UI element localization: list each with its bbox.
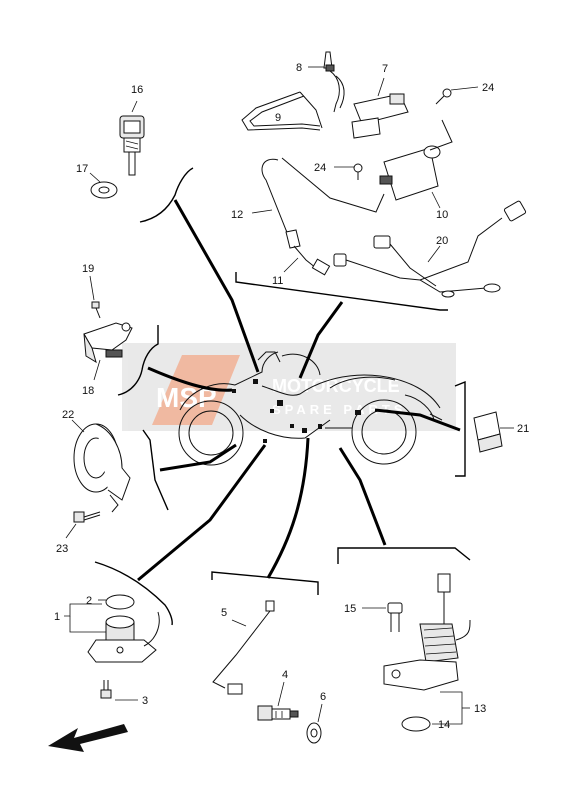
watermark-line2: SPARE PARTS (272, 402, 407, 417)
callout-15: 15 (344, 603, 356, 615)
part-12-lead (251, 157, 385, 239)
callout-24-mid: 24 (314, 162, 326, 174)
bracket-1-2 (64, 599, 138, 701)
part-10-coil (379, 119, 453, 209)
part-24-bolts (334, 86, 479, 180)
arrow-left-down-icon (48, 724, 128, 752)
part-21-relay (473, 411, 514, 453)
callout-8: 8 (296, 62, 302, 74)
callout-23: 23 (56, 543, 68, 555)
callout-4: 4 (282, 669, 288, 681)
callout-22: 22 (62, 409, 74, 421)
callout-17: 17 (76, 163, 88, 175)
bike-connector-marks (232, 379, 361, 443)
callout-2: 2 (86, 595, 92, 607)
callout-18: 18 (82, 385, 94, 397)
callout-24-top: 24 (482, 82, 494, 94)
callout-21: 21 (517, 423, 529, 435)
part-6-ring (306, 703, 323, 744)
callout-19: 19 (82, 263, 94, 275)
watermark: MSP MOTORCYCLE SPARE PARTS (122, 343, 456, 431)
leader-lines (137, 199, 461, 582)
part-18-sensor (83, 322, 133, 381)
part-20-harness (333, 200, 527, 298)
callout-5: 5 (221, 607, 227, 619)
part-11-cap (283, 229, 331, 276)
motorcycle-outline (178, 351, 443, 466)
callout-6: 6 (320, 691, 326, 703)
bracket-13-14 (432, 691, 470, 725)
part-17-washer (89, 172, 118, 199)
callout-14: 14 (438, 719, 450, 731)
part-16-thermo-sensor (119, 100, 145, 176)
callout-9: 9 (275, 112, 281, 124)
part-1-sensor (87, 594, 160, 663)
part-5-lead (212, 600, 275, 695)
callout-1: 1 (54, 611, 60, 623)
callout-10: 10 (436, 209, 448, 221)
part-7-coil (351, 77, 409, 139)
part-14-oring (401, 716, 431, 732)
part-13-sensor (383, 573, 471, 691)
part-3-bolt (100, 680, 112, 699)
part-23-bolt (65, 511, 101, 539)
callout-13: 13 (474, 703, 486, 715)
callout-3: 3 (142, 695, 148, 707)
callout-labels: 1 2 3 4 5 6 7 8 9 10 11 12 13 14 15 16 1… (54, 62, 529, 731)
part-8-cap (308, 51, 345, 113)
part-22-horn (71, 419, 131, 513)
part-19-bolt (89, 275, 101, 319)
callout-7: 7 (382, 63, 388, 75)
watermark-line1: MOTORCYCLE (272, 376, 400, 396)
callout-20: 20 (436, 235, 448, 247)
part-15-bolt (362, 602, 403, 632)
callout-11: 11 (272, 275, 283, 287)
callout-12: 12 (231, 209, 243, 221)
part-4-plug (257, 681, 299, 721)
part-9-lead (241, 91, 323, 131)
callout-16: 16 (131, 84, 143, 96)
group-brackets (94, 167, 471, 626)
